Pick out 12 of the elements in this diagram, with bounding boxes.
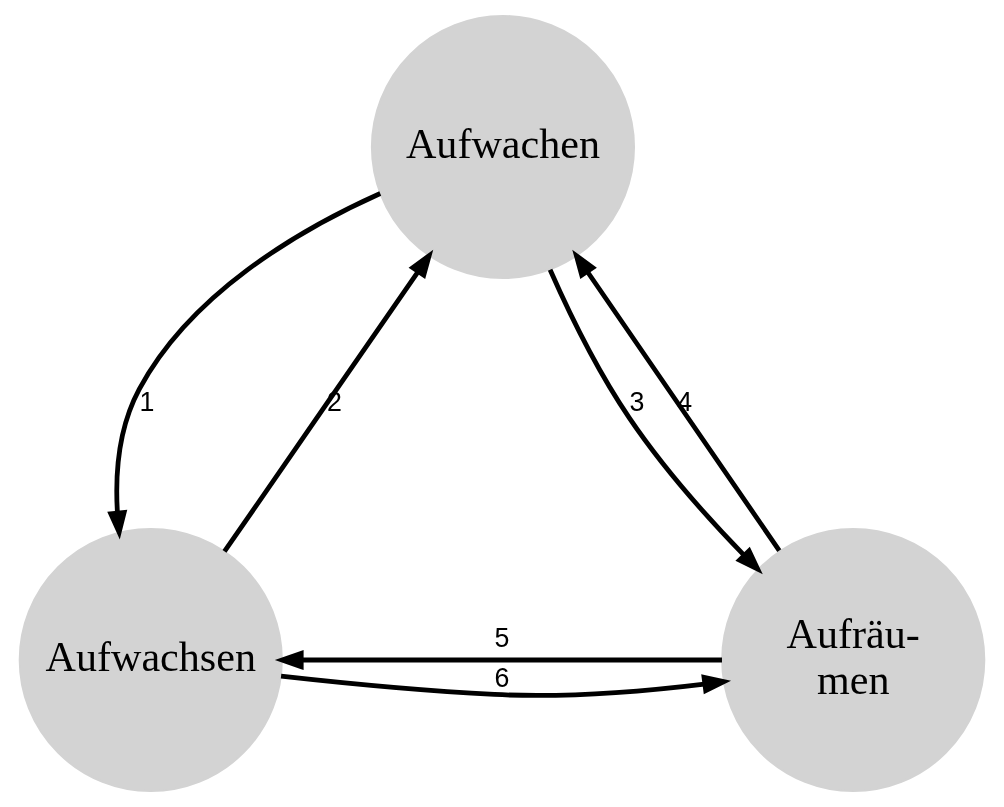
- edge-label: 5: [494, 622, 510, 653]
- edge-label: 1: [139, 386, 155, 417]
- arrow: [280, 673, 732, 698]
- edge-label: 3: [629, 386, 645, 417]
- arrow: [222, 249, 434, 553]
- node-circle: Aufwachsen: [18, 527, 283, 793]
- arrow: [274, 649, 722, 671]
- arrow: [107, 191, 382, 540]
- edge-label: 6: [494, 663, 510, 694]
- node-circle: Aufräu- men: [721, 527, 986, 793]
- arrow: [547, 268, 763, 575]
- arrow: [572, 249, 782, 552]
